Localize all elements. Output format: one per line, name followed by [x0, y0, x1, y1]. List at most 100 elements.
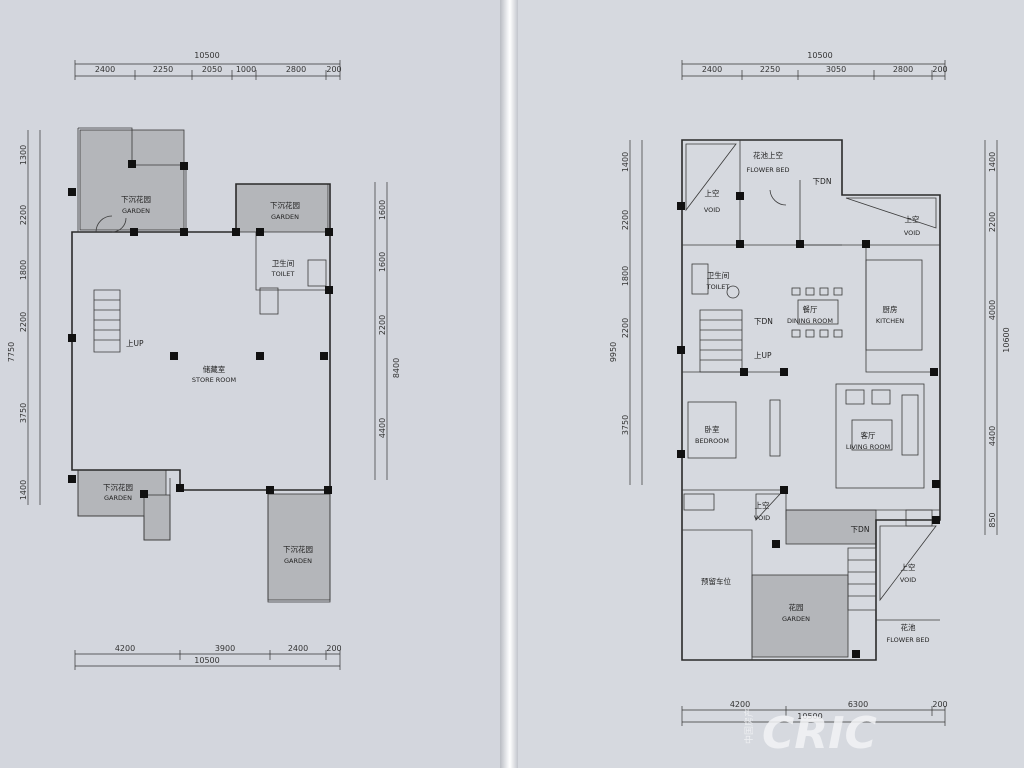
right-top-total: 10500 [807, 51, 832, 60]
living-cn: 客厅 [861, 430, 876, 440]
garden-tl-en: GARDEN [122, 207, 150, 215]
right-right-dimensions: 1400 2200 4000 10600 4400 850 [984, 140, 1011, 535]
right-toilet-en: TOILET [706, 283, 730, 291]
left-left-seg-5: 3750 [19, 403, 28, 423]
kitchen-en: KITCHEN [876, 317, 904, 325]
left-right-dimensions: 1600 1600 2200 8400 4400 [374, 182, 401, 480]
store-room-en: STORE ROOM [192, 376, 236, 384]
left-right-total: 8400 [392, 358, 401, 378]
flower-bed-br-en: FLOWER BED [887, 636, 930, 644]
garden-tr-en: GARDEN [271, 213, 299, 221]
left-top-seg-5: 2800 [286, 65, 306, 74]
left-top-seg-4: 1000 [236, 65, 256, 74]
left-bottom-seg-3: 2400 [288, 644, 308, 653]
left-top-total: 10500 [194, 51, 219, 60]
toilet-en: TOILET [271, 270, 295, 278]
void-br-en: VOID [900, 576, 916, 584]
right-bottom-total: 10500 [797, 712, 822, 721]
watermark-side-text: 中国房产 [743, 708, 755, 744]
cric-watermark-logo: 中国房产 CRIC [743, 708, 877, 756]
watermark-main-text: CRIC [762, 708, 877, 756]
left-right-seg-1: 1600 [378, 200, 387, 220]
right-bottom-seg-1: 4200 [730, 700, 750, 709]
dining-en: DINING ROOM [787, 317, 833, 325]
garden-tl-cn: 下沉花园 [121, 194, 151, 204]
left-top-dimensions: 10500 2400 2250 2050 1000 2800 200 [74, 51, 342, 80]
left-bottom-seg-2: 3900 [215, 644, 235, 653]
store-room-cn: 储藏室 [203, 364, 226, 374]
left-left-seg-3: 1800 [19, 260, 28, 280]
right-plan-labels: 上空 VOID 花池上空 FLOWER BED 下DN 上空 VOID 卫生间 … [695, 150, 929, 644]
right-right-seg-3: 4000 [988, 300, 997, 320]
right-bottom-dimensions: 4200 6300 200 10500 [681, 700, 948, 726]
right-left-seg-2: 2200 [621, 210, 630, 230]
right-plan-walls [681, 139, 941, 661]
right-right-seg-1: 1400 [988, 152, 997, 172]
left-top-seg-2: 2250 [153, 65, 173, 74]
void-mid-en: VOID [754, 514, 770, 522]
stair-up-label-right: 上UP [754, 351, 772, 360]
left-bottom-seg-4: 200 [326, 644, 341, 653]
garden-bl-en: GARDEN [104, 494, 132, 502]
kitchen-cn: 厨房 [883, 304, 898, 314]
right-right-seg-5: 850 [988, 512, 997, 527]
right-top-seg-4: 2800 [893, 65, 913, 74]
left-left-dimensions: 1300 2200 1800 2200 7750 3750 1400 [7, 130, 41, 505]
left-right-seg-2: 1600 [378, 252, 387, 272]
left-plan-columns [68, 160, 333, 498]
right-top-seg-1: 2400 [702, 65, 722, 74]
right-right-total: 10600 [1002, 327, 1011, 352]
flower-bed-br-cn: 花池 [901, 622, 916, 632]
right-left-total: 9950 [609, 342, 618, 362]
right-right-seg-4: 4400 [988, 426, 997, 446]
stair-up-label: 上UP [126, 339, 144, 348]
right-garden-area [751, 574, 849, 658]
right-top-seg-5: 200 [932, 65, 947, 74]
right-top-dimensions: 10500 2400 2250 3050 2800 200 [681, 51, 948, 80]
garden-bl-cn: 下沉花园 [103, 482, 133, 492]
right-bottom-seg-3: 200 [932, 700, 947, 709]
left-plan-walls [71, 127, 331, 603]
left-bottom-seg-1: 4200 [115, 644, 135, 653]
right-plan-columns [677, 192, 940, 658]
void-tl-cn: 上空 [705, 188, 720, 198]
left-right-seg-3: 2200 [378, 315, 387, 335]
down-mid-label: 下DN [851, 525, 870, 534]
void-mid-cn: 上空 [755, 500, 770, 510]
book-spine [500, 0, 518, 768]
garden-en: GARDEN [782, 615, 810, 623]
bedroom-en: BEDROOM [695, 437, 729, 445]
void-tr-en: VOID [904, 229, 920, 237]
left-top-seg-3: 2050 [202, 65, 222, 74]
parking-cn: 预留车位 [701, 576, 731, 586]
right-left-seg-5: 3750 [621, 415, 630, 435]
right-garden-upper [785, 509, 877, 545]
toilet-cn: 卫生间 [272, 258, 295, 268]
left-left-seg-1: 1300 [19, 145, 28, 165]
flower-bed-top-en: FLOWER BED [747, 166, 790, 174]
garden-cn: 花园 [789, 602, 804, 612]
left-bottom-dimensions: 4200 3900 2400 200 10500 [74, 644, 342, 670]
void-tr-cn: 上空 [905, 214, 920, 224]
void-tl-en: VOID [704, 206, 720, 214]
right-left-seg-4: 2200 [621, 318, 630, 338]
right-right-seg-2: 2200 [988, 212, 997, 232]
right-bottom-seg-2: 6300 [848, 700, 868, 709]
void-br-cn: 上空 [901, 562, 916, 572]
right-toilet-cn: 卫生间 [707, 270, 730, 280]
left-left-seg-4: 2200 [19, 312, 28, 332]
garden-tr-cn: 下沉花园 [270, 200, 300, 210]
flower-bed-top-cn: 花池上空 [753, 150, 783, 160]
left-left-seg-6: 1400 [19, 480, 28, 500]
stair-down-label: 下DN [754, 317, 773, 326]
right-top-seg-3: 3050 [826, 65, 846, 74]
right-top-seg-2: 2250 [760, 65, 780, 74]
left-top-seg-1: 2400 [95, 65, 115, 74]
right-left-dimensions: 1400 2200 1800 2200 9950 3750 [609, 140, 643, 485]
right-left-seg-3: 1800 [621, 266, 630, 286]
garden-br-cn: 下沉花园 [283, 544, 313, 554]
right-left-seg-1: 1400 [621, 152, 630, 172]
left-bottom-total: 10500 [194, 656, 219, 665]
